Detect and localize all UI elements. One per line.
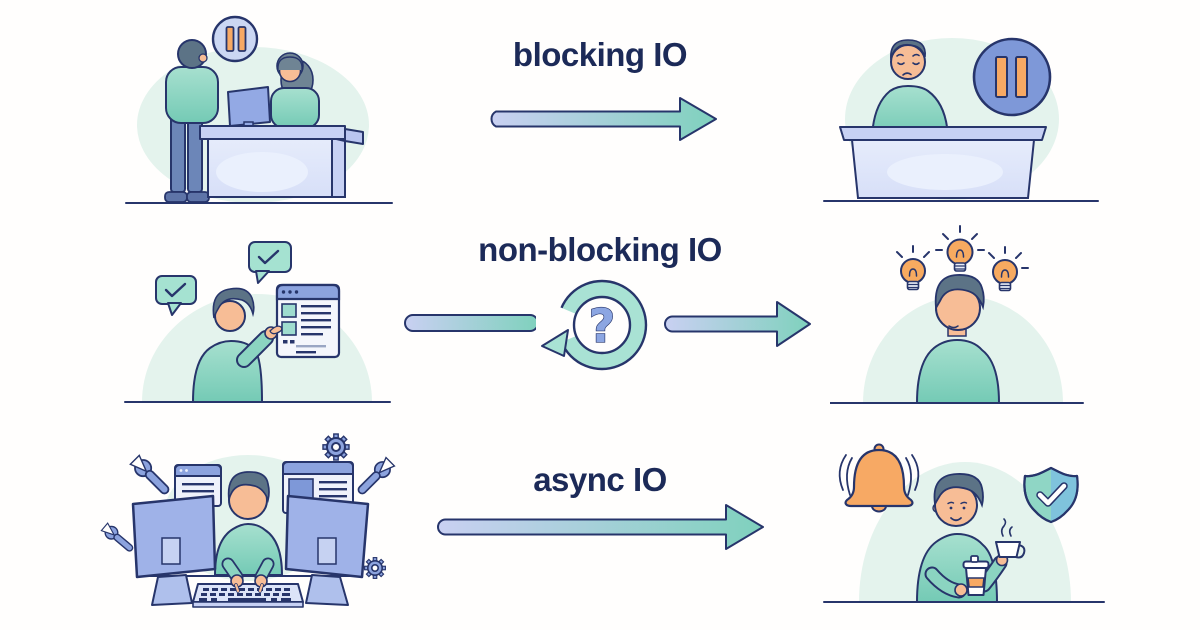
sweater (270, 87, 320, 129)
check-speech-bubble-icon (155, 275, 197, 316)
arrow-segment (404, 314, 539, 332)
blocking-io-arrow (490, 97, 717, 141)
refresh-arrowhead (541, 329, 569, 357)
hair (227, 471, 270, 503)
hair (212, 287, 255, 319)
smile (950, 517, 962, 522)
ring-waves-left (838, 454, 853, 496)
thinking-person (915, 274, 1001, 404)
pointing-arm (238, 332, 272, 366)
wrench-icon (100, 522, 134, 552)
monitor-stand (151, 574, 193, 606)
shield-check-icon (1023, 466, 1079, 524)
eyebrows (896, 53, 920, 57)
desk-top (199, 125, 346, 140)
thumbnail (281, 303, 297, 318)
bell-clapper (870, 505, 888, 513)
monitor-icon (284, 494, 370, 606)
lid-tab (970, 555, 979, 563)
arrow-right-icon (664, 301, 811, 347)
hair (934, 274, 985, 312)
lightbulbs (896, 225, 1029, 292)
question-mark-icon: ? (589, 299, 616, 353)
screen-window (317, 537, 337, 565)
cup-handle (1015, 544, 1026, 559)
gear-icon (364, 557, 386, 579)
monitor-icon (131, 494, 217, 606)
desk-side (331, 136, 346, 198)
browser-window-icon (174, 464, 222, 507)
mouth (948, 325, 959, 329)
illustration-blocking-request (125, 15, 393, 204)
browser-header (275, 283, 341, 301)
cup (995, 541, 1021, 558)
row-title-async-io: async IO (533, 461, 667, 498)
illustration-async-relax (823, 443, 1105, 603)
shoe (186, 191, 210, 203)
pointing-finger (269, 325, 283, 335)
sweater (165, 66, 219, 124)
thumbnail (281, 321, 297, 336)
ear (198, 53, 208, 63)
wrench-icon (357, 456, 396, 495)
sweater (870, 84, 950, 137)
waiting-person (870, 39, 950, 137)
refresh-arrow-icon: ? (536, 279, 648, 371)
row-title-non-blocking-io: non-blocking IO (478, 231, 722, 268)
typing-hands (230, 574, 268, 593)
browser-window-icon (275, 283, 341, 359)
cup-sleeve (967, 577, 985, 588)
arrow-right-icon (490, 97, 717, 141)
desk-top (839, 126, 1047, 141)
wrench-icon (129, 454, 170, 495)
pause-icon (211, 15, 259, 63)
steam (1000, 518, 1013, 537)
waiting-desk (839, 126, 1047, 199)
desk-top-end (344, 128, 364, 145)
lightbulb-icon (935, 225, 985, 272)
mint-background-blob (859, 462, 1071, 602)
head-back (177, 39, 207, 69)
hair (890, 39, 926, 61)
illustration-async-work (100, 433, 396, 608)
desk-highlight (216, 152, 308, 192)
bell-icon (838, 443, 920, 513)
gear-icon (322, 433, 350, 461)
receptionist-person (270, 52, 320, 129)
keyboard-icon (192, 583, 304, 608)
polling-person (191, 287, 283, 403)
desk-highlight (887, 154, 1003, 190)
shoe (164, 191, 188, 203)
illustration-nonblocking-think (830, 225, 1084, 404)
ring-waves-right (905, 454, 920, 496)
togo-coffee-cup-icon (924, 555, 990, 599)
closed-eyes (897, 62, 920, 66)
monitor-stand (305, 574, 349, 606)
illustration-blocking-wait (823, 37, 1099, 202)
hair (933, 473, 984, 508)
eye (949, 506, 953, 510)
hair-fringe (277, 56, 303, 71)
screen-window (161, 537, 181, 565)
illustration-nonblocking-poll (124, 241, 391, 403)
monitor-icon (227, 86, 271, 130)
check-speech-bubble-icon (248, 241, 292, 284)
eye (962, 506, 966, 510)
text-lines (301, 305, 331, 336)
lightbulb-icon (988, 246, 1029, 292)
sad-mouth (902, 72, 912, 76)
row-title-blocking-io: blocking IO (512, 36, 688, 73)
eyebrows (947, 501, 968, 505)
lightbulb-icon (896, 245, 930, 291)
relaxed-person (915, 473, 1026, 603)
customer-person (164, 39, 219, 203)
non-blocking-io-arrow-group: ? (404, 279, 811, 371)
reception-desk (199, 125, 364, 198)
pause-icon (972, 37, 1052, 117)
arrow-right-icon (437, 504, 764, 550)
sweater (915, 338, 1001, 404)
async-io-arrow (437, 504, 764, 550)
hand (954, 583, 968, 597)
